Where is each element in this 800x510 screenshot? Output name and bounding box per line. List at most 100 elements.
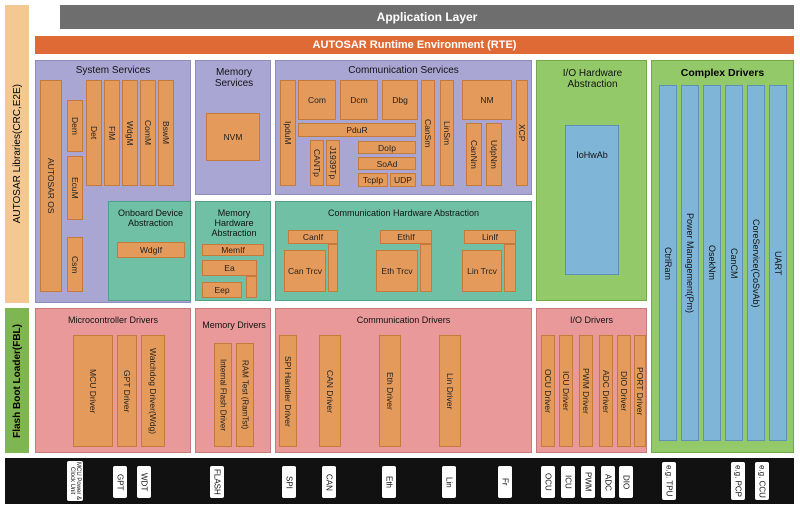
eth-trcv-box: Eth Trcv (376, 250, 418, 292)
lin-trcv-box: Lin Trcv (462, 250, 502, 292)
eth-trcv-label: Eth Trcv (381, 266, 413, 276)
com-box: Com (298, 80, 336, 120)
pdur-label: PduR (346, 125, 368, 135)
can-driver-box: CAN Driver (319, 335, 341, 447)
gpt-driver-box: GPT Driver (117, 335, 137, 447)
cansm-box: CanSm (421, 80, 435, 186)
flash-driver-box: Internal Flash Driver (214, 343, 232, 447)
ea-label: Ea (224, 263, 235, 273)
port-driver-box: PORT Driver (634, 335, 646, 447)
fim-label: FiM (107, 125, 117, 141)
hw-flash: FLASH (210, 466, 224, 498)
canif-label: CanIf (302, 232, 324, 242)
hw-tpu-label: e.g. TPU (664, 465, 674, 497)
watchdog-driver-box: Watchdog Driver(Wdg) (141, 335, 165, 447)
dem-label: Dem (70, 117, 80, 135)
hw-icu-label: ICU (563, 475, 573, 489)
bswm-label: BswM (161, 121, 171, 145)
dbg-box: Dbg (382, 80, 418, 120)
nvm-box: NVM (206, 113, 260, 161)
autosar-libraries-label: AUTOSAR Libraries(CRC,E2E) (11, 84, 23, 224)
udpnm-label: UdpNm (489, 140, 499, 169)
hardware-bar: MCU Power & Clock Unit GPT WDT FLASH SPI… (5, 458, 794, 504)
hw-lin-label: Lin (444, 476, 454, 488)
rte-label: AUTOSAR Runtime Environment (RTE) (312, 39, 517, 51)
linsm-label: LinSm (442, 120, 452, 146)
eep-label: Eep (214, 285, 230, 295)
hw-ccu-label: e.g. CCU (757, 464, 767, 498)
io-hw-title: I/O Hardware Abstraction (562, 68, 623, 90)
xcp-box: XCP (516, 80, 528, 186)
adc-driver-label: ADC Driver (601, 369, 611, 413)
communication-hw-abstraction-block: Communication Hardware Abstraction CanIf… (275, 201, 532, 301)
wdgm-box: WdgM (122, 80, 138, 186)
complex-driver-oseknm: OsekNm (703, 85, 721, 441)
linsm-box: LinSm (440, 80, 454, 186)
memory-hw-abstraction-block: Memory Hardware Abstraction MemIf Ea Eep (195, 201, 271, 301)
ocu-driver-label: OCU Driver (543, 369, 553, 413)
hw-fr-label: Fr (500, 478, 510, 486)
com-label: Com (308, 95, 326, 105)
hw-tpu: e.g. TPU (662, 462, 676, 500)
hw-ccu: e.g. CCU (755, 462, 769, 500)
dcm-label: Dcm (350, 95, 368, 105)
dio-driver-label: DIO Driver (619, 370, 629, 412)
ipdum-label: IpduM (283, 121, 293, 145)
lin-trcv-label: Lin Trcv (467, 266, 497, 276)
hw-pwm: PWM (581, 466, 595, 498)
j1939tp-label: J1939Tp (328, 146, 338, 180)
hw-can: CAN (322, 466, 336, 498)
udpnm-box: UdpNm (486, 123, 502, 186)
uart-label: UART (773, 250, 783, 276)
hw-spi: SPI (282, 466, 296, 498)
csm-label: Csm (70, 255, 80, 274)
autosar-libraries-bar: AUTOSAR Libraries(CRC,E2E) (5, 5, 29, 303)
pwm-driver-label: PWM Driver (581, 368, 591, 414)
det-label: Det (89, 126, 99, 140)
hw-mcu-power: MCU Power & Clock Unit (67, 461, 83, 501)
ecum-label: EcuM (70, 177, 80, 199)
ea-box: Ea (202, 260, 257, 276)
eth-driver-box: Eth Driver (379, 335, 401, 447)
dcm-box: Dcm (340, 80, 378, 120)
flash-boot-loader-bar: Flash Boot Loader(FBL) (5, 308, 29, 453)
comm-hw-title: Communication Hardware Abstraction (327, 208, 480, 218)
hw-spi-label: SPI (284, 475, 294, 489)
coresvc-label: CoreService(CoSvAb) (751, 218, 761, 308)
hw-can-label: CAN (324, 473, 334, 491)
communication-services-title: Communication Services (348, 64, 459, 76)
hw-flash-label: FLASH (212, 469, 222, 495)
oseknm-label: OsekNm (707, 245, 717, 281)
rte-layer: AUTOSAR Runtime Environment (RTE) (35, 36, 794, 54)
mcu-drivers-title: Microcontroller Drivers (67, 315, 158, 325)
hw-gpt-label: GPT (115, 473, 125, 491)
adc-driver-box: ADC Driver (599, 335, 613, 447)
ethif-stem (420, 244, 432, 292)
linif-box: LinIf (464, 230, 516, 244)
comm-drivers-title: Communication Drivers (356, 315, 451, 325)
application-layer-label: Application Layer (376, 10, 478, 24)
dbg-label: Dbg (392, 95, 408, 105)
tcpip-box: TcpIp (358, 173, 388, 187)
hw-ocu-label: OCU (543, 473, 553, 491)
iohwab-box: IoHwAb (565, 125, 619, 275)
onboard-device-title: Onboard Device Abstraction (117, 208, 184, 228)
udp-box: UDP (390, 173, 416, 187)
memory-drivers-title: Memory Drivers (202, 320, 266, 330)
ramtst-label: RAM Test (RamTst) (240, 360, 250, 430)
autosar-os-box: AUTOSAR OS (40, 80, 62, 292)
xcp-label: XCP (517, 124, 527, 142)
memif-label: MemIf (221, 245, 245, 255)
hw-dio: DIO (619, 466, 633, 498)
mcu-drivers-block: Microcontroller Drivers MCU Driver GPT D… (35, 308, 191, 453)
wdgif-box: WdgIf (117, 242, 185, 258)
linif-stem (504, 244, 516, 292)
dio-driver-box: DIO Driver (617, 335, 631, 447)
io-drivers-title: I/O Drivers (569, 315, 613, 325)
mcu-driver-box: MCU Driver (73, 335, 113, 447)
icu-driver-box: ICU Driver (559, 335, 573, 447)
lin-driver-label: Lin Driver (445, 372, 455, 410)
hw-wdt: WDT (137, 466, 151, 498)
hw-gpt: GPT (113, 466, 127, 498)
ethif-box: EthIf (380, 230, 432, 244)
